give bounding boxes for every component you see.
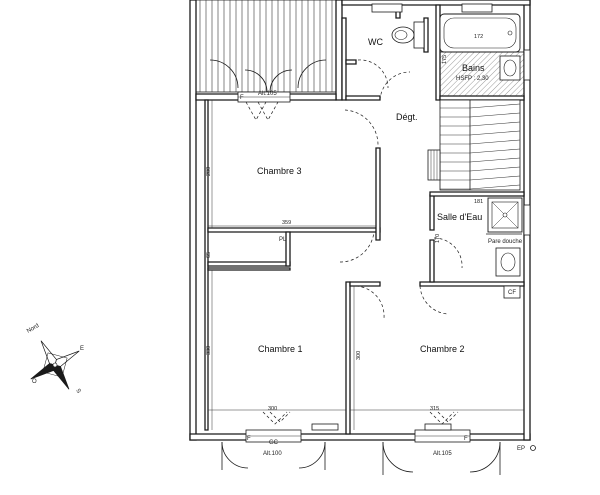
compass-nord: Nord <box>26 323 40 335</box>
compass-o: O <box>32 379 37 385</box>
shower[interactable] <box>486 197 523 235</box>
room-label-chambre-1: Chambre 1 <box>258 344 303 354</box>
compass-s: S <box>74 388 81 394</box>
room-labels: Chambre 1 Chambre 2 Chambre 3 Dégt. WC B… <box>257 37 485 354</box>
ep-label: EP <box>517 446 525 452</box>
bath-sink[interactable] <box>499 55 521 81</box>
dim-se-side: 170 <box>435 234 441 243</box>
interior-walls <box>204 4 525 435</box>
pare-douche-label: Pare douche <box>488 239 523 245</box>
room-label-bains: Bains <box>462 63 485 73</box>
room-label-chambre-3: Chambre 3 <box>257 166 302 176</box>
annotations: HSFP : 2,30 Pare douche Alt.105 Alt.100 … <box>240 76 525 457</box>
dim-bath-len: 172 <box>474 34 483 40</box>
dim-ch2-height: 300 <box>356 351 362 360</box>
room-label-salle-eau: Salle d'Eau <box>437 212 482 222</box>
toilet[interactable] <box>391 21 425 49</box>
pl-label: PL <box>279 237 287 243</box>
staircase <box>427 99 521 191</box>
balcony <box>195 0 337 93</box>
dim-ch3-width: 359 <box>282 220 291 226</box>
f-bottom-right-label: F <box>464 436 468 442</box>
dim-left-gap: 65 <box>206 252 212 258</box>
compass-labels: Nord E O S <box>26 323 84 394</box>
ep-marker <box>530 445 536 451</box>
windows <box>237 3 531 443</box>
dim-ch1-height: 330 <box>206 346 212 355</box>
balcony-door-arcs <box>209 59 501 475</box>
room-label-degt: Dégt. <box>396 112 418 122</box>
shower-sink[interactable] <box>495 247 521 277</box>
room-label-chambre-2: Chambre 2 <box>420 344 465 354</box>
compass-e: E <box>80 346 84 352</box>
alt-bottom-right-label: Alt.105 <box>433 451 452 457</box>
dim-bath-w: 175 <box>442 55 448 64</box>
alt-bottom-left-label: Alt.100 <box>263 451 282 457</box>
dimension-labels: 172 175 181 170 359 280 65 330 300 300 3… <box>206 34 483 412</box>
bathtub[interactable] <box>439 13 525 97</box>
dim-ch3-height: 280 <box>206 167 212 176</box>
compass-rose <box>30 340 80 390</box>
cf-label: CF <box>508 290 516 296</box>
dim-ch2-width: 315 <box>430 406 439 412</box>
dimension-lines <box>208 100 524 430</box>
door-swings <box>339 59 463 319</box>
alt-top-label: Alt.105 <box>258 91 277 97</box>
cupboard <box>503 285 521 299</box>
room-label-wc: WC <box>368 37 383 47</box>
f-bottom-left-label: F <box>247 436 251 442</box>
dim-ch1-width: 300 <box>268 406 277 412</box>
window-swings <box>245 101 459 425</box>
gc-label: GC <box>269 440 279 446</box>
dim-stair-w: 181 <box>474 199 483 205</box>
f-top-label: F <box>240 95 244 101</box>
hsfp-label: HSFP : 2,30 <box>456 76 489 82</box>
